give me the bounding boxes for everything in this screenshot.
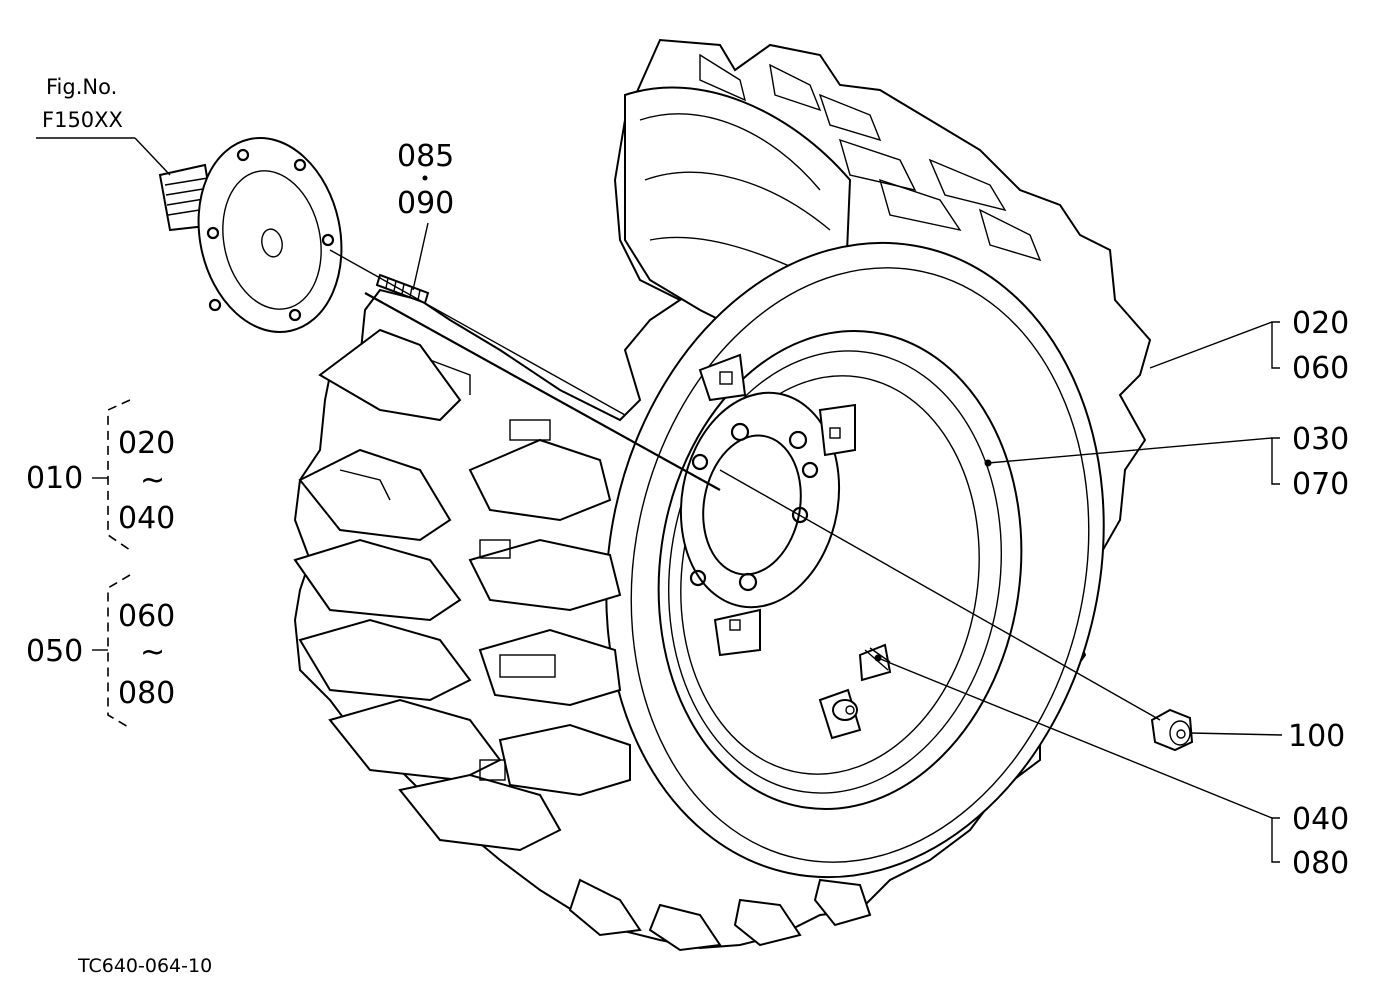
tread-lugs-top: [699, 53, 1042, 262]
assembly-010-sep: ~: [140, 463, 165, 498]
drawing-code: TC640-064-10: [77, 955, 212, 977]
assembly-010-id: 010: [26, 461, 83, 496]
assembly-050-id: 050: [26, 634, 83, 669]
callout-030: 030: [1292, 422, 1349, 457]
assembly-010-to: 040: [118, 501, 175, 536]
valve-stem: [818, 688, 862, 740]
wheel-center-hole: [702, 434, 802, 576]
assembly-050-to: 080: [118, 676, 175, 711]
assembly-010-from: 020: [118, 426, 175, 461]
tread-lugs-bottom: [568, 878, 872, 952]
callout-040: 040: [1292, 802, 1349, 837]
hub-axle-flange: [158, 137, 343, 333]
callout-070: 070: [1292, 467, 1349, 502]
leader-lines: [36, 137, 1283, 863]
callout-090: 090: [397, 186, 454, 221]
callout-100: 100: [1288, 719, 1345, 754]
wheel-bolt-holes: [689, 422, 819, 592]
tread-lugs-left: [293, 328, 631, 852]
hub-bolt-holes: [206, 148, 335, 322]
assembly-050-from: 060: [118, 599, 175, 634]
callout-060: 060: [1292, 351, 1349, 386]
rim-mount-lugs: [698, 353, 856, 657]
wheel-nut: [1150, 708, 1194, 752]
fig-no-label: Fig.No.: [46, 75, 117, 99]
tire-wheel-drawing: [293, 38, 1152, 952]
callout-separator-dot: [422, 175, 428, 181]
callout-080: 080: [1292, 846, 1349, 881]
callout-020: 020: [1292, 306, 1349, 341]
callout-085: 085: [397, 139, 454, 174]
fig-no-value: F150XX: [42, 108, 123, 132]
assembly-050-sep: ~: [140, 635, 165, 670]
